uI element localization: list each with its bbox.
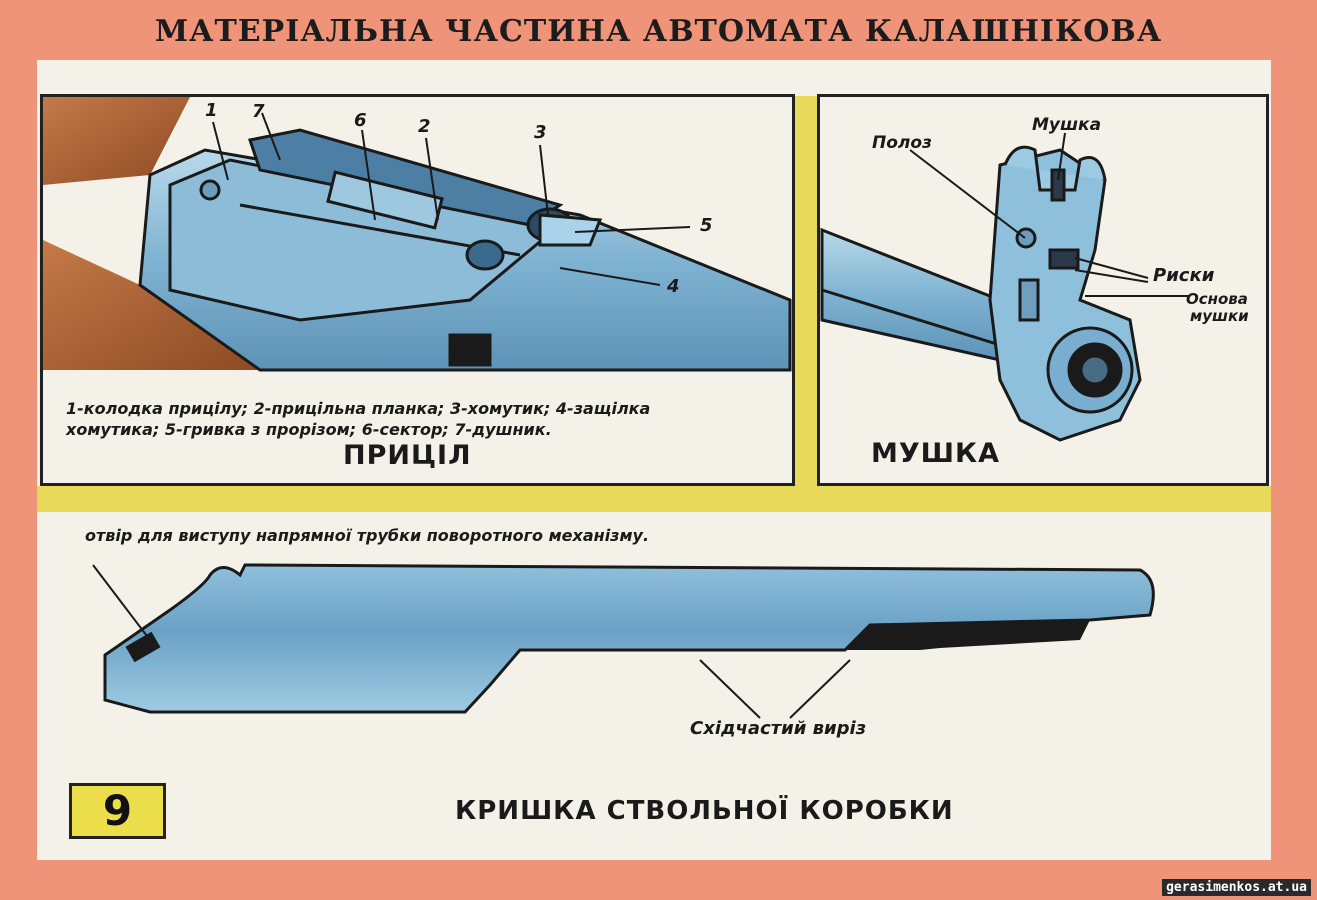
label-mushka: Мушка: [1032, 115, 1102, 135]
front-sight-leader-lines: [909, 132, 1190, 297]
barrel-metal: [820, 145, 1142, 442]
callout-7: 7: [252, 101, 265, 122]
callout-4: 4: [667, 276, 680, 297]
hole: [125, 631, 161, 663]
label-osnova: Основа: [1186, 290, 1248, 308]
poster-title: МАТЕРІАЛЬНА ЧАСТИНА АВТОМАТА КАЛАШНІКОВА: [154, 14, 1163, 49]
hole-label: отвір для виступу напрямної трубки повор…: [85, 526, 650, 545]
sight-legend-line-1: 1-колодка прицілу; 2-прицільна планка; 3…: [66, 399, 651, 418]
callout-1: 1: [205, 100, 218, 121]
sight-legend: 1-колодка прицілу; 2-прицільна планка; 3…: [66, 398, 786, 440]
sight-legend-line-2: хомутика; 5-гривка з прорізом; 6-сектор;…: [66, 420, 552, 439]
receiver-metal: [138, 128, 792, 372]
cover-leader-lines: [92, 564, 851, 719]
callout-3: 3: [534, 122, 547, 143]
front-sight-heading: МУШКА: [871, 438, 1001, 469]
yellow-divider-vertical: [795, 96, 817, 488]
callout-5: 5: [700, 215, 713, 236]
callout-2: 2: [418, 116, 431, 137]
label-polos: Полоз: [872, 133, 932, 153]
yellow-divider-horizontal: [37, 486, 1271, 512]
callout-6: 6: [354, 110, 367, 131]
sight-panel: [40, 94, 795, 486]
page-number-badge: 9: [69, 783, 166, 839]
front-sight-panel: [817, 94, 1269, 486]
sight-heading: ПРИЦІЛ: [343, 440, 472, 471]
stock-wood: [43, 97, 260, 370]
label-ryski: Риски: [1153, 265, 1215, 286]
stepped-cutout: [845, 620, 1090, 650]
cover-heading: КРИШКА СТВОЛЬНОЇ КОРОБКИ: [455, 796, 954, 826]
sight-leader-lines: [212, 112, 691, 286]
cutout-label: Східчастий виріз: [690, 718, 867, 739]
watermark: gerasimenkos.at.ua: [1162, 879, 1311, 896]
label-mushky: мушки: [1190, 307, 1249, 325]
